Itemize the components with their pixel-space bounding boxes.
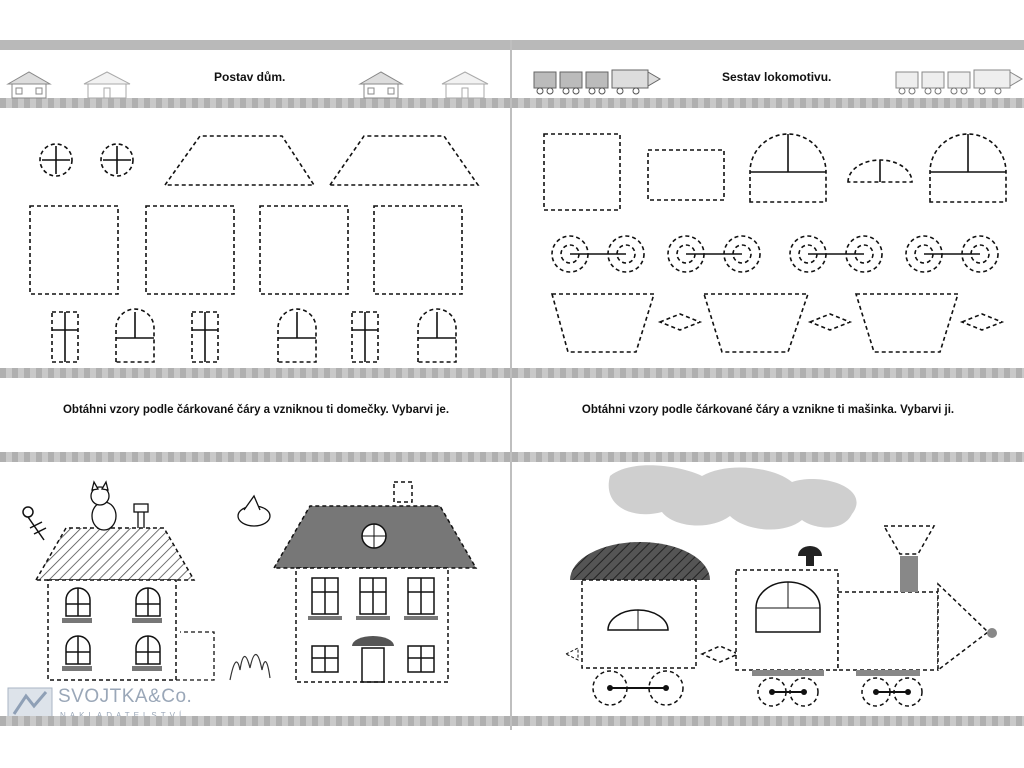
publisher-subtitle: NAKLADATELSTVÍ xyxy=(60,711,185,720)
house-icon xyxy=(441,71,489,99)
grass-icon xyxy=(229,653,271,681)
bird-icon xyxy=(237,494,271,527)
book-gutter xyxy=(510,40,512,730)
left-mid-band-top xyxy=(0,368,512,378)
antenna-icon xyxy=(22,506,47,541)
right-page-title: Sestav lokomotivu. xyxy=(722,70,832,84)
houses-illustration xyxy=(22,480,478,683)
left-page: Postav dům. xyxy=(0,40,512,726)
left-page-title: Postav dům. xyxy=(214,70,286,84)
right-bottom-band xyxy=(512,716,1024,726)
cat-icon xyxy=(90,480,117,531)
house-icon xyxy=(6,71,52,99)
train-illustration xyxy=(564,465,997,707)
right-instruction: Obtáhni vzory podle čárkované čáry a vzn… xyxy=(581,404,955,416)
tracing-shapes-right xyxy=(543,133,1007,353)
train-icon xyxy=(533,69,661,95)
smoke-cloud xyxy=(608,465,857,530)
tracing-shapes-left xyxy=(29,135,480,363)
publisher-logo-icon xyxy=(7,687,53,721)
left-top-band xyxy=(0,40,512,50)
right-header-bottom-band xyxy=(512,98,1024,108)
right-page: Sestav lokomotivu. xyxy=(512,0,1024,768)
left-mid-band-bottom xyxy=(0,452,512,462)
house-icon xyxy=(83,71,131,99)
train-icon xyxy=(895,69,1023,95)
left-instruction: Obtáhni vzory podle čárkované čáry a vzn… xyxy=(62,404,450,416)
chimney-icon xyxy=(133,503,149,528)
publisher-name: SVOJTKA&Co. xyxy=(58,686,193,707)
right-mid-band-top xyxy=(512,368,1024,378)
left-header-bottom-band xyxy=(0,98,512,108)
right-mid-band-bottom xyxy=(512,452,1024,462)
house-icon xyxy=(358,71,404,99)
right-top-band xyxy=(512,40,1024,50)
left-bottom-band xyxy=(0,716,512,726)
